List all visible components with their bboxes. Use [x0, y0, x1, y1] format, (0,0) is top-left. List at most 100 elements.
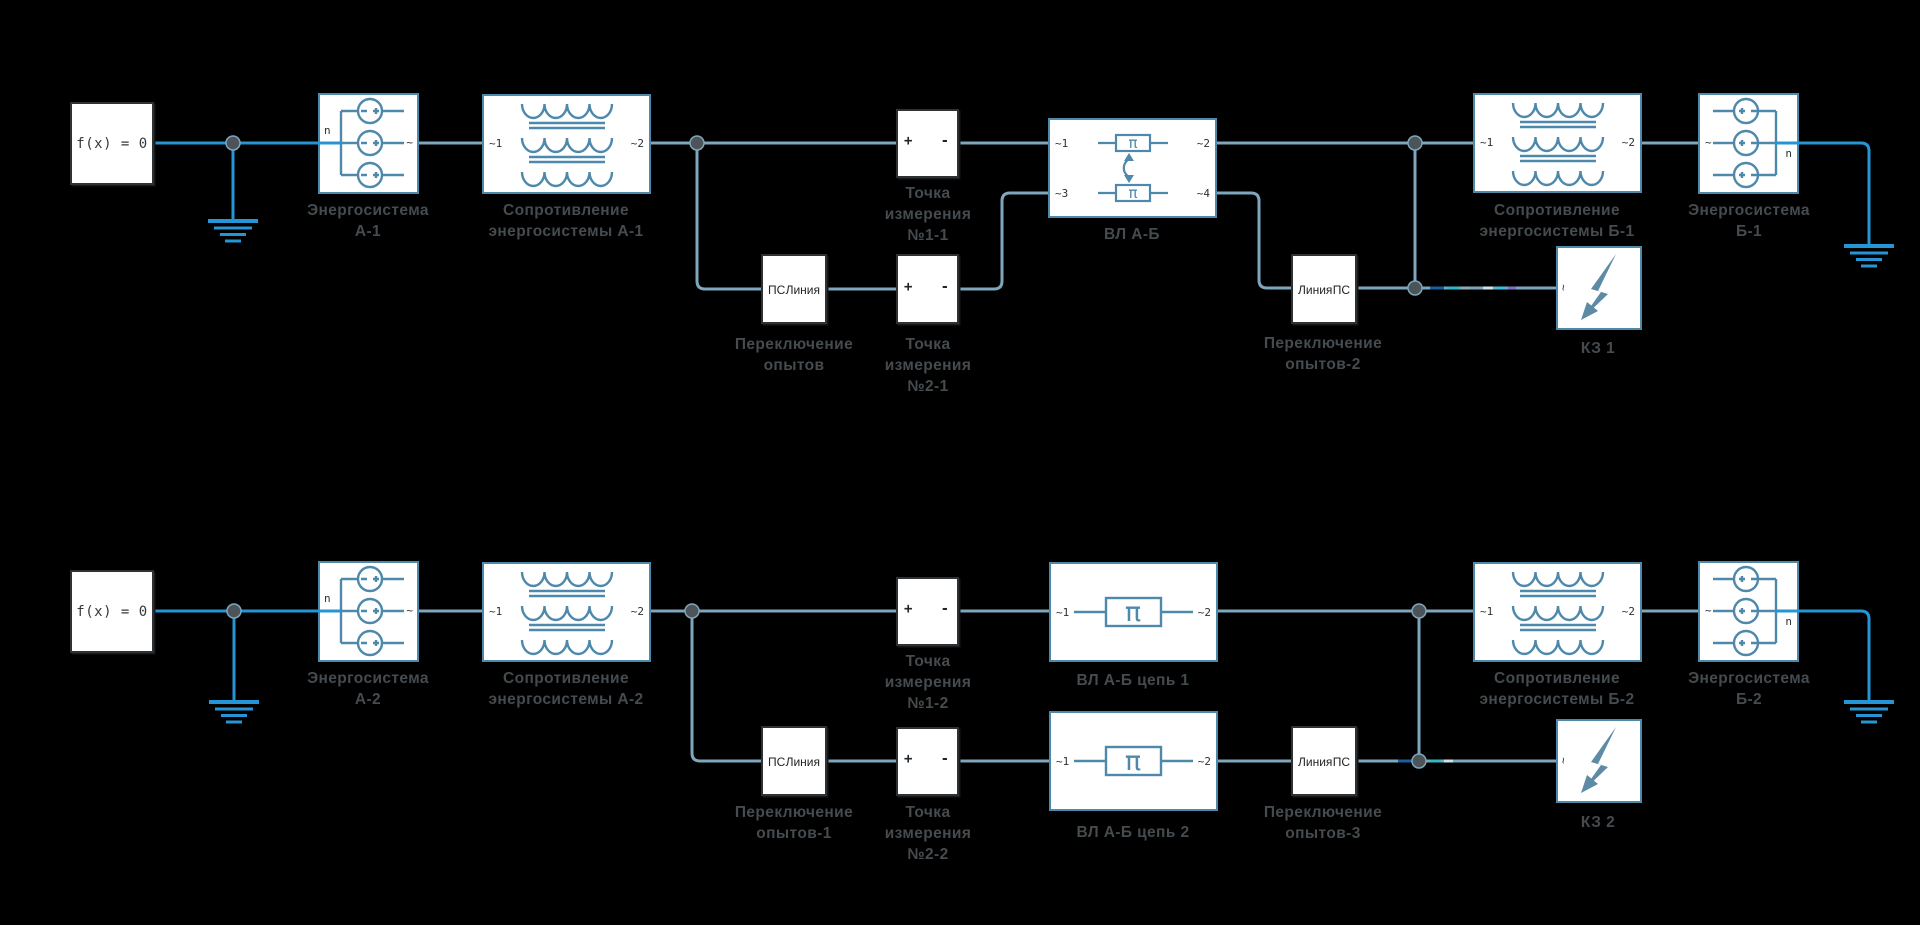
block-impedance-b2[interactable]: ~1 ~2 — [1473, 562, 1642, 662]
block-line-ab-circuit-1[interactable]: ~1 ~2 — [1049, 562, 1218, 662]
label-energosystem-b2: Энергосистема Б-2 — [1688, 670, 1810, 708]
block-short-circuit-2[interactable]: ~ — [1556, 719, 1642, 803]
ground-icon — [1844, 244, 1894, 268]
port-label-ac1: ~1 — [489, 137, 503, 150]
port-label-ac2: ~2 — [630, 605, 644, 618]
block-energosystem-b2[interactable]: ~ n — [1698, 561, 1799, 662]
port-label-ac2: ~2 — [1197, 606, 1211, 619]
wire — [959, 191, 1048, 291]
wire-highlight — [1398, 286, 1516, 763]
block-switch-experiments-1[interactable]: ПС Линия — [761, 726, 827, 796]
three-phase-source-icon — [1698, 93, 1799, 194]
label-line-ab-circuit-2: ВЛ А-Б цепь 2 — [1076, 824, 1190, 841]
port-label-plus: + — [904, 279, 913, 295]
port-label-line: Линия — [1298, 283, 1333, 297]
port-label-ac1: ~1 — [1480, 605, 1494, 618]
wire — [690, 611, 761, 763]
port-label-ac2: ~2 — [1196, 137, 1210, 150]
ground-icon — [1844, 700, 1894, 724]
port-label-minus: - — [940, 133, 949, 149]
pi-line-icon — [1049, 711, 1218, 811]
junction-dots — [225, 135, 1427, 769]
label-line-ab-circuit-1: ВЛ А-Б цепь 1 — [1076, 672, 1190, 689]
label-switch-experiments: Переключение опытов — [734, 336, 854, 374]
block-impedance-b1[interactable]: ~1 ~2 — [1473, 93, 1642, 193]
label-switch-experiments-1: Переключение опытов-1 — [734, 804, 854, 842]
label-energosystem-a2: Энергосистема А-2 — [307, 670, 429, 708]
port-label-ac1: ~1 — [1056, 606, 1070, 619]
coil-icon — [482, 562, 651, 662]
block-switch-experiments[interactable]: ПС Линия — [761, 254, 827, 324]
block-short-circuit-1[interactable]: ~ — [1556, 246, 1642, 330]
block-energosystem-b1[interactable]: ~ n — [1698, 93, 1799, 194]
port-label-line: Линия — [785, 755, 820, 769]
block-energosystem-a1[interactable]: n ~ — [318, 93, 419, 194]
wire — [1799, 609, 1871, 700]
port-label-ac4: ~4 — [1196, 187, 1210, 200]
three-phase-source-icon — [318, 561, 419, 662]
block-line-ab-circuit-2[interactable]: ~1 ~2 — [1049, 711, 1218, 811]
label-switch-experiments-2: Переключение опытов-2 — [1263, 335, 1383, 373]
port-label-ps: ПС — [1332, 755, 1350, 769]
pi-line-icon — [1049, 562, 1218, 662]
label-impedance-b1: Сопротивление энергосистемы Б-1 — [1479, 202, 1635, 240]
label-line-ab: ВЛ А-Б — [1104, 226, 1160, 243]
wire — [1217, 191, 1291, 290]
port-label-ac: ~ — [406, 604, 413, 617]
port-label-plus: + — [904, 601, 913, 617]
block-measure-point-1-1[interactable]: + - — [896, 109, 959, 178]
solver-text: f(x) = 0 — [76, 603, 148, 620]
ground-icon — [208, 219, 258, 243]
port-label-n: n — [1785, 147, 1792, 160]
port-label-minus: - — [940, 279, 949, 295]
label-switch-experiments-3: Переключение опытов-3 — [1263, 804, 1383, 842]
wire — [1799, 141, 1871, 244]
label-measure-point-1-2: Точка измерения №1-2 — [884, 653, 972, 712]
block-measure-point-2-2[interactable]: + - — [896, 727, 959, 796]
block-line-ab[interactable]: ~1 ~2 ~3 ~4 — [1048, 118, 1217, 218]
port-label-ac1: ~1 — [489, 605, 503, 618]
connection-wires[interactable] — [419, 141, 1698, 763]
block-energosystem-a2[interactable]: n ~ — [318, 561, 419, 662]
port-label-line: Линия — [1298, 755, 1333, 769]
port-label-ac2: ~2 — [1621, 136, 1635, 149]
label-energosystem-b1: Энергосистема Б-1 — [1688, 202, 1810, 240]
three-phase-source-icon — [1698, 561, 1799, 662]
port-label-ac2: ~2 — [1197, 755, 1211, 768]
port-label-n: n — [1785, 615, 1792, 628]
block-switch-experiments-3[interactable]: Линия ПС — [1291, 726, 1357, 796]
block-switch-experiments-2[interactable]: Линия ПС — [1291, 254, 1357, 324]
block-impedance-a2[interactable]: ~1 ~2 — [482, 562, 651, 662]
port-label-ps: ПС — [768, 755, 786, 769]
ground-icon — [209, 700, 259, 724]
port-label-ac: ~ — [1705, 604, 1712, 617]
coil-icon — [482, 94, 651, 194]
coil-icon — [1473, 562, 1642, 662]
port-label-n: n — [324, 124, 331, 137]
port-label-ac1: ~1 — [1480, 136, 1494, 149]
port-label-ac3: ~3 — [1055, 187, 1069, 200]
label-measure-point-1-1: Точка измерения №1-1 — [884, 185, 972, 244]
block-measure-point-2-1[interactable]: + - — [896, 254, 959, 324]
port-label-plus: + — [904, 133, 913, 149]
coil-icon — [1473, 93, 1642, 193]
block-solver-1[interactable]: f(x) = 0 — [70, 102, 154, 185]
label-energosystem-a1: Энергосистема А-1 — [307, 202, 429, 240]
solver-text: f(x) = 0 — [76, 135, 148, 152]
port-label-ac1: ~1 — [1055, 137, 1069, 150]
block-impedance-a1[interactable]: ~1 ~2 — [482, 94, 651, 194]
block-measure-point-1-2[interactable]: + - — [896, 577, 959, 646]
double-pi-line-icon — [1048, 118, 1217, 218]
port-label-ac: ~ — [1556, 284, 1570, 291]
three-phase-source-icon — [318, 93, 419, 194]
port-label-minus: - — [940, 601, 949, 617]
label-impedance-a2: Сопротивление энергосистемы А-2 — [488, 670, 644, 708]
port-label-plus: + — [904, 751, 913, 767]
port-label-ps: ПС — [1332, 283, 1350, 297]
label-measure-point-2-1: Точка измерения №2-1 — [884, 336, 972, 395]
block-solver-2[interactable]: f(x) = 0 — [70, 570, 154, 653]
port-label-minus: - — [940, 751, 949, 767]
port-label-line: Линия — [785, 283, 820, 297]
